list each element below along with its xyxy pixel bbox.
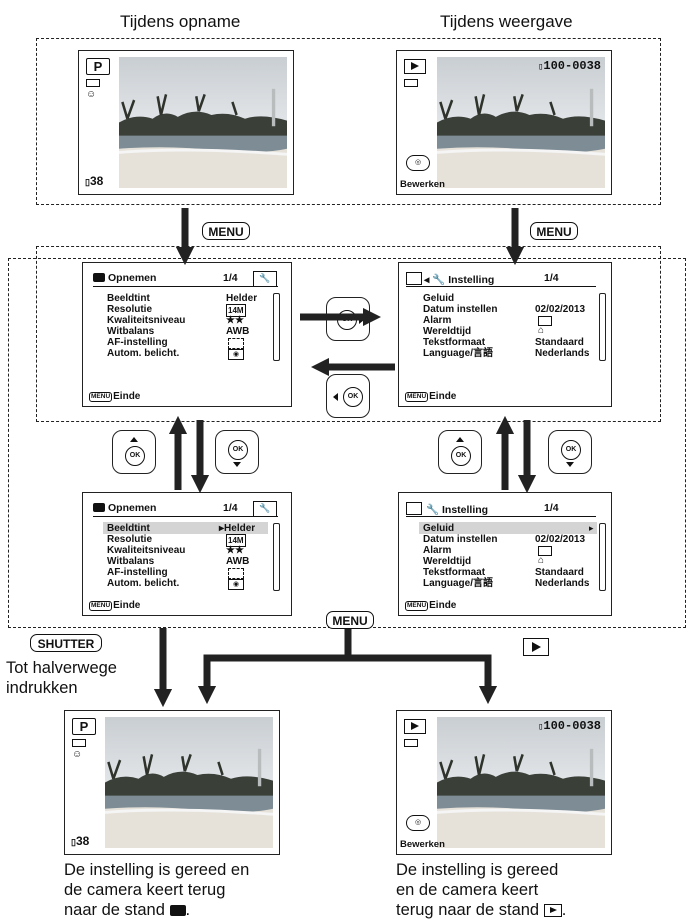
face-detect-icon: ☺ xyxy=(72,749,82,760)
arrow-menu-to-shooting xyxy=(207,628,348,695)
camera-icon xyxy=(170,905,186,916)
menu-button: MENU xyxy=(326,611,374,629)
edit-label: Bewerken xyxy=(400,839,445,850)
caption-playback: De instelling is gereed en de camera kee… xyxy=(396,860,566,920)
playback-button-icon xyxy=(523,638,549,656)
arrow-menu-to-playback xyxy=(348,658,488,695)
edit-button-icon: ◎ xyxy=(406,815,430,831)
shutter-button: SHUTTER xyxy=(30,634,102,652)
scene-photo xyxy=(105,717,273,848)
playback-icon xyxy=(544,904,562,917)
playback-screen-result: ▯100-0038 ◎ Bewerken xyxy=(396,710,612,855)
caption-shooting: De instelling is gereed en de camera kee… xyxy=(64,860,249,920)
battery-icon xyxy=(72,739,86,747)
playback-mode-icon xyxy=(404,719,426,734)
battery-icon xyxy=(404,739,418,747)
playback-photo xyxy=(437,717,605,848)
program-mode-icon: P xyxy=(72,718,96,735)
shooting-screen-result: P ☺ ▯38 xyxy=(64,710,280,855)
file-number: ▯100-0038 xyxy=(538,719,601,733)
halfway-press-label: Tot halverwege indrukken xyxy=(6,658,117,698)
remaining-shots: ▯38 xyxy=(71,834,89,848)
